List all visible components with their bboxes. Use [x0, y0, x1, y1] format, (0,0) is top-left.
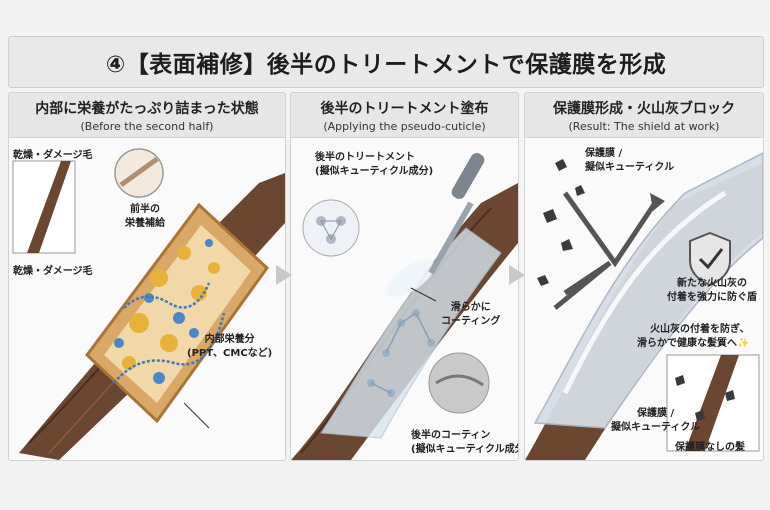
- label-smooth-coat: 滑らかに コーティング: [441, 302, 501, 327]
- panel-before: 内部に栄養がたっぷり詰まった状態 (Before the second half…: [8, 92, 286, 461]
- label-shield-desc: 新たな火山灰の 付着を強力に防ぐ盾: [667, 278, 757, 303]
- deflect-arrow-left: [553, 260, 612, 310]
- panel-applying: 後半のトリートメント塗布 (Applying the pseudo-cuticl…: [290, 92, 519, 461]
- panel-heading: 保護膜形成・火山灰ブロック: [553, 101, 735, 117]
- panel-subheading: (Before the second half): [80, 120, 214, 133]
- label-damaged-bottom: 乾燥・ダメージ毛: [13, 266, 93, 277]
- hair-coating-illustration: [291, 153, 518, 460]
- label-damaged-top: 乾燥・ダメージ毛: [13, 150, 93, 161]
- label-prevent: 火山灰の付着を防ぎ、 滑らかで健康な髪質へ✨: [637, 324, 750, 349]
- panel-heading: 後半のトリートメント塗布: [320, 101, 489, 117]
- label-film-top: 保護膜 / 擬似キューティクル: [585, 148, 675, 173]
- page-title: ④【表面補修】後半のトリートメントで保護膜を形成: [105, 52, 667, 78]
- panel-result: 保護膜形成・火山灰ブロック (Result: The shield at wor…: [524, 92, 764, 461]
- shield-icon: [689, 231, 731, 287]
- surface-inset: [428, 352, 490, 414]
- panel-subheading: (Applying the pseudo-cuticle): [323, 120, 486, 133]
- panel-heading: 内部に栄養がたっぷり詰まった状態: [35, 101, 259, 117]
- deflect-arrow-up: [562, 191, 658, 268]
- molecule-inset: [302, 199, 360, 257]
- nutrient-particles: [113, 239, 226, 384]
- label-first-half: 前半の 栄養補給: [125, 204, 165, 229]
- hair-shield-illustration: [525, 152, 763, 460]
- coating-molecules: [367, 309, 435, 397]
- title-bar: ④【表面補修】後半のトリートメントで保護膜を形成: [8, 36, 764, 88]
- label-treatment: 後半のトリートメント (擬似キューティクル成分): [315, 152, 434, 177]
- hair-before-illustration: [12, 148, 285, 460]
- ash-particles: [537, 159, 585, 286]
- protective-film: [533, 152, 763, 429]
- panel-header: 保護膜形成・火山灰ブロック (Result: The shield at wor…: [525, 93, 763, 138]
- panel-subheading: (Result: The shield at work): [568, 120, 720, 133]
- panel-header: 後半のトリートメント塗布 (Applying the pseudo-cuticl…: [291, 93, 518, 138]
- panel-header: 内部に栄養がたっぷり詰まった状態 (Before the second half…: [9, 93, 285, 138]
- label-no-film: 保護膜なしの髪: [675, 442, 745, 453]
- dropper: [428, 201, 474, 275]
- bottom-band: [0, 466, 770, 510]
- label-inner-nutrients: 内部栄養分 (PPT、CMCなど): [187, 334, 273, 359]
- label-coating: 後半のコーティン (擬似キューティクル成分): [411, 430, 519, 455]
- label-film-bottom: 保護膜 / 擬似キューティクル: [611, 408, 701, 433]
